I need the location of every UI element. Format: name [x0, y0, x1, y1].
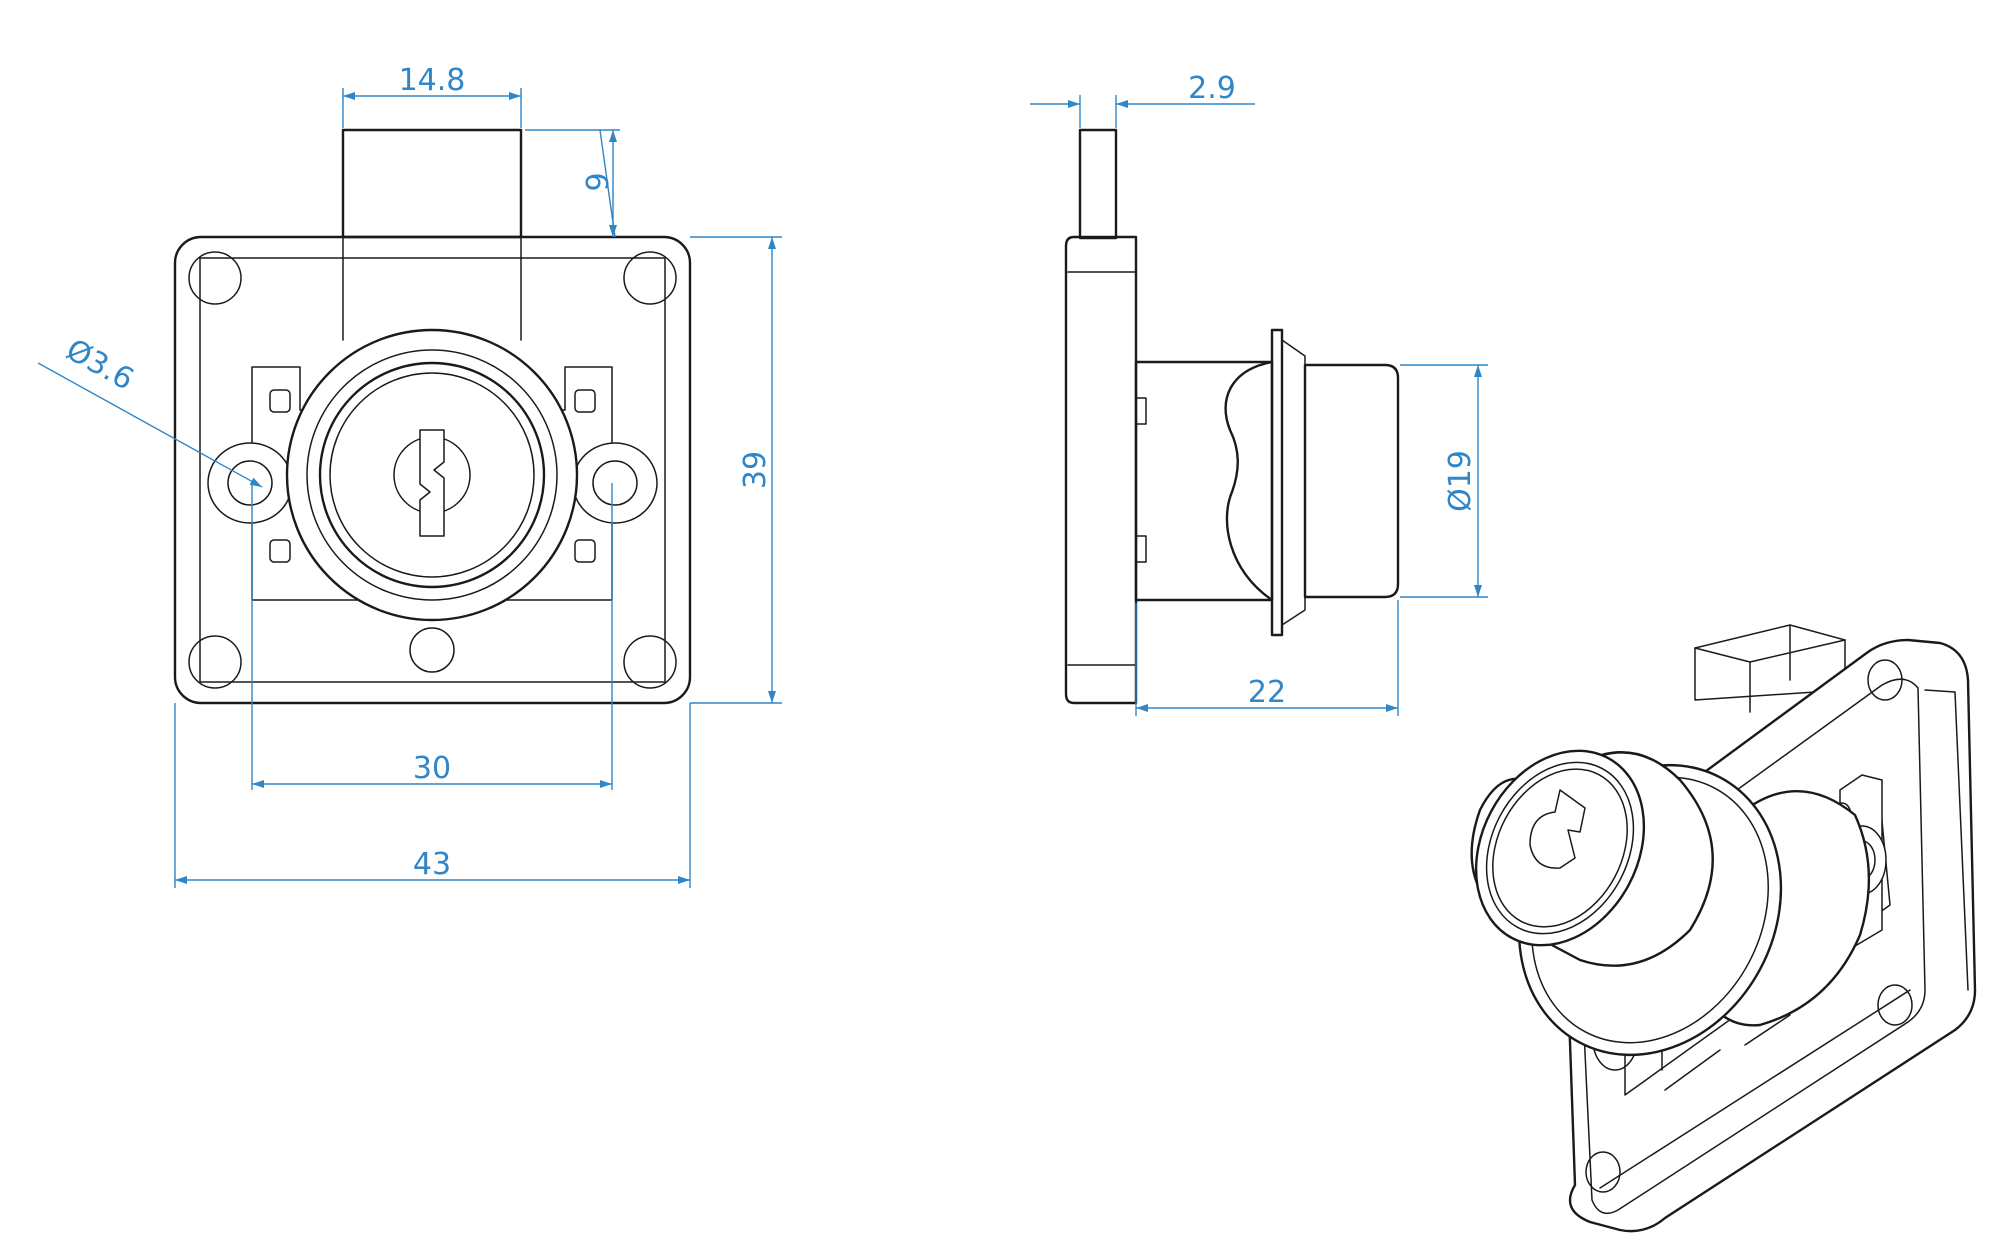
- bolt: [341, 128, 523, 239]
- dim-plate-height-label: 39: [738, 451, 773, 489]
- dim-plate-thickness: 2.9: [1030, 71, 1255, 128]
- corner-pockets: [188, 251, 677, 689]
- side-view: 2.9 Ø19 22: [1030, 71, 1488, 716]
- side-cam: [1224, 360, 1274, 602]
- dim-plate-thickness-label: 2.9: [1188, 71, 1236, 106]
- dim-plate-width: 43: [174, 703, 691, 888]
- dim-cylinder-length-label: 22: [1248, 675, 1286, 710]
- side-cylinder: [1303, 363, 1400, 599]
- dim-plate-height: 39: [690, 236, 782, 704]
- dim-slot-height-label: 9: [581, 172, 616, 191]
- side-flange: [1270, 328, 1284, 637]
- iso-key-slot: [1529, 789, 1586, 869]
- dim-hole-spacing-label: 30: [413, 751, 451, 786]
- dim-hole-diameter-label: Ø3.6: [60, 332, 139, 397]
- cylinder-face: [285, 328, 579, 673]
- key-slot: [419, 429, 445, 537]
- dim-cylinder-length: 22: [1135, 600, 1399, 716]
- front-plate: [173, 235, 692, 705]
- dim-slot-width: 14.8: [342, 63, 522, 128]
- dim-cylinder-diameter-label: Ø19: [1443, 450, 1478, 512]
- dim-slot-height: 9: [525, 129, 620, 238]
- side-housing: [1134, 360, 1274, 602]
- dim-hole-spacing: 30: [251, 483, 613, 790]
- dim-plate-width-label: 43: [413, 847, 451, 882]
- isometric-view: [1470, 624, 1977, 1233]
- side-bolt: [1078, 128, 1118, 240]
- drain-hole: [409, 627, 455, 673]
- front-view: 14.8 9 Ø3.6 39 30: [37, 63, 782, 888]
- dim-slot-width-label: 14.8: [399, 63, 466, 98]
- side-plate: [1064, 235, 1138, 705]
- front-plate-inner-edge: [199, 257, 666, 683]
- dim-cylinder-diameter: Ø19: [1400, 364, 1488, 598]
- iso-cylinder-front: [1470, 749, 1714, 967]
